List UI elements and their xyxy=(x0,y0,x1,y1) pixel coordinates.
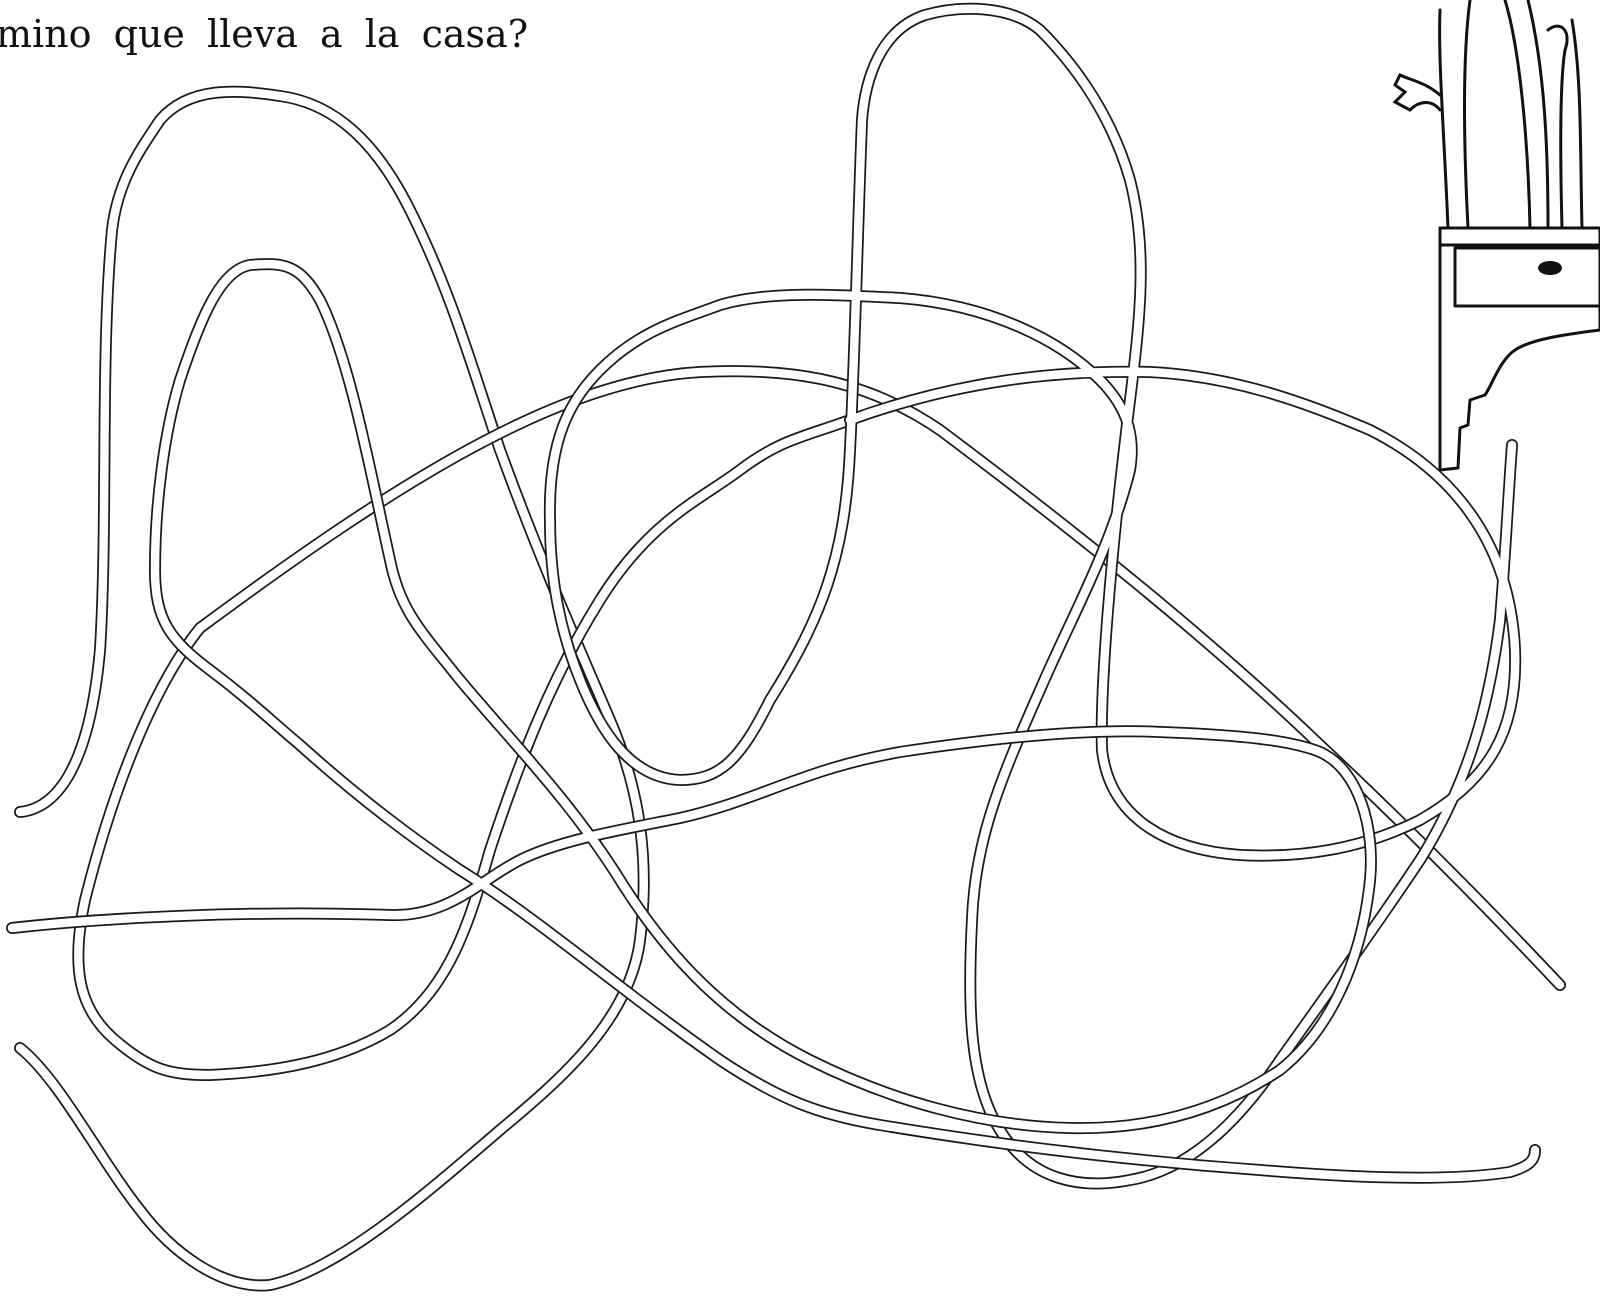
maze-path-tall-loop[interactable] xyxy=(543,2,1522,1190)
maze-path-left-loop[interactable] xyxy=(14,85,650,1292)
maze-question: mino que lleva a la casa? xyxy=(0,12,529,56)
maze-paths xyxy=(6,2,1566,1292)
maze-path-middle-horizontal[interactable] xyxy=(6,258,1541,1184)
furniture-drawer-icon xyxy=(1392,0,1600,472)
maze-path-inner-arch[interactable] xyxy=(72,365,1566,1081)
